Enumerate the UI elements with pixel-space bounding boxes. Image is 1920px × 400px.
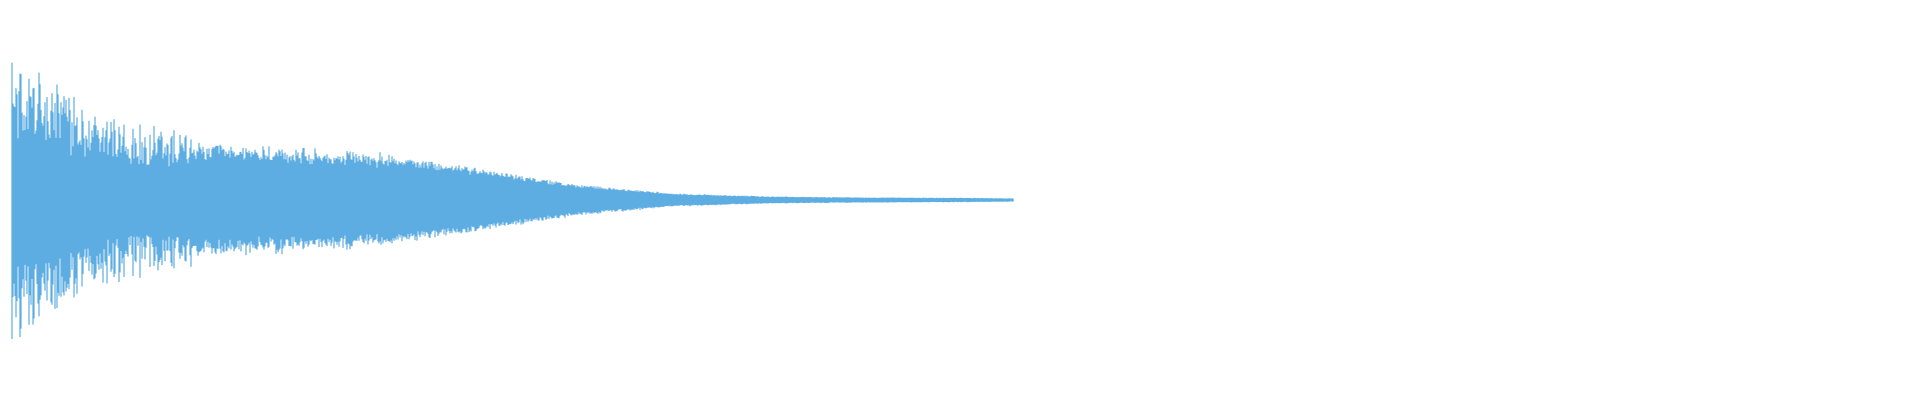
waveform-peaks bbox=[11, 62, 1014, 339]
waveform-peaks-path bbox=[11, 62, 1014, 339]
